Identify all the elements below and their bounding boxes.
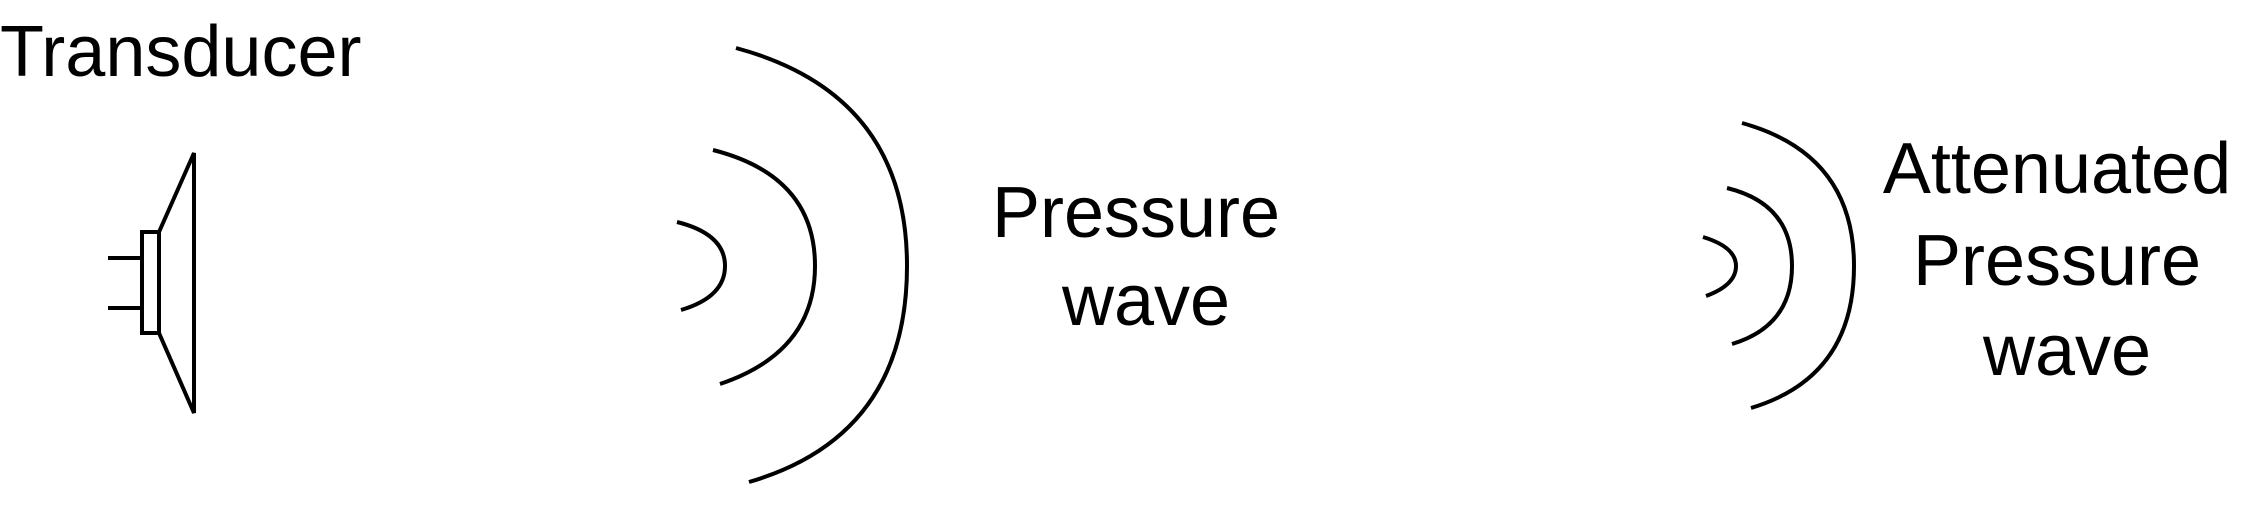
attenuated-wave-arc-medium xyxy=(1726,186,1795,346)
attenuated-wave-arc-large xyxy=(1741,121,1857,410)
transducer-cone xyxy=(157,152,196,414)
pressure-wave-label-line-1: Pressure xyxy=(992,173,1280,253)
pressure-wave-label: Pressure wave xyxy=(992,173,1300,341)
attenuated-label-line-3: wave xyxy=(1982,311,2151,391)
transducer-body xyxy=(140,230,161,335)
attenuated-wave-arc-small xyxy=(1702,235,1739,298)
attenuated-label-line-2: Pressure xyxy=(1913,221,2201,301)
attenuated-pressure-wave-label: Attenuated Pressure wave xyxy=(1883,129,2250,391)
transducer-label: Transducer xyxy=(0,12,361,92)
attenuated-label-line-1: Attenuated xyxy=(1883,129,2231,209)
pressure-wave-arcs xyxy=(676,46,910,484)
pressure-wave-label-line-2: wave xyxy=(1061,261,1230,341)
pressure-wave-arc-medium xyxy=(712,148,818,386)
pressure-wave-arc-large xyxy=(735,46,910,484)
attenuated-wave-arcs xyxy=(1702,121,1857,410)
transducer-icon xyxy=(108,152,196,414)
pressure-wave-arc-small xyxy=(676,220,728,312)
